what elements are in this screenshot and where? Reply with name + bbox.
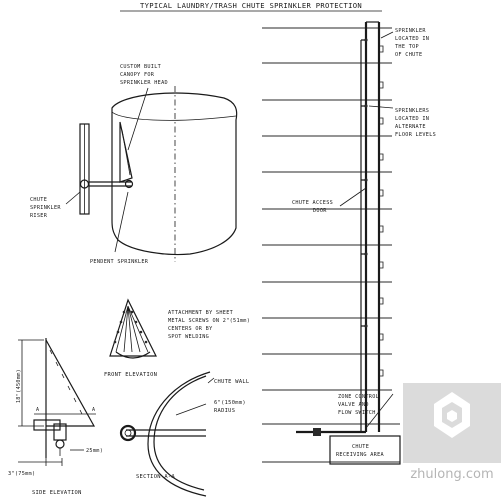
label-receiving-1: CHUTE (352, 444, 369, 450)
chute-detail-top (65, 86, 238, 262)
label-custom-canopy-2: CANOPY FOR (120, 72, 155, 78)
label-section-mark-right: A (92, 407, 95, 413)
label-sprinklers-alt-2: LOCATED IN (395, 116, 429, 122)
label-chute-riser-2: SPRINKLER (30, 205, 61, 211)
label-sprinkler-top-1: SPRINKLER (395, 28, 426, 34)
label-radius-2: RADIUS (214, 408, 235, 414)
label-attachment-1: ATTACHMENT BY SHEET (168, 310, 233, 316)
label-dim-18: 18"(450mm) (16, 369, 22, 403)
front-elevation-detail (109, 298, 157, 359)
label-chute-riser-3: RISER (30, 213, 48, 219)
watermark-text: zhulong.com (410, 467, 493, 482)
section-aa-detail (119, 371, 215, 497)
label-section-mark-left: A (36, 407, 39, 413)
label-sprinklers-alt-3: ALTERNATE (395, 124, 426, 130)
label-pendent-sprinkler: PENDENT SPRINKLER (90, 259, 149, 265)
label-attachment-4: SPOT WELDING (168, 334, 209, 340)
label-chute-wall: CHUTE WALL (214, 379, 249, 385)
label-chute-riser-1: CHUTE (30, 197, 47, 203)
label-chute-access-2: DOOR (313, 208, 327, 214)
label-dim-3: 3"(75mm) (8, 471, 35, 477)
building-section (262, 21, 401, 465)
label-side-elevation: SIDE ELEVATION (32, 490, 82, 496)
label-custom-canopy-3: SPRINKLER HEAD (120, 80, 168, 86)
label-zone-control-2: VALVE AND (338, 402, 369, 408)
label-custom-canopy-1: CUSTOM BUILT (120, 64, 161, 70)
canopy-leader (127, 87, 149, 151)
label-sprinklers-alt-4: FLOOR LEVELS (395, 132, 436, 138)
diagram-title: TYPICAL LAUNDRY/TRASH CHUTE SPRINKLER PR… (140, 1, 362, 10)
label-sprinklers-alt-1: SPRINKLERS (395, 108, 429, 114)
label-receiving-2: RECEIVING AREA (336, 452, 385, 458)
label-dim-25: 25mm) (86, 448, 103, 454)
label-zone-control-3: FLOW SWITCH (338, 410, 376, 416)
label-attachment-3: CENTERS OR BY (168, 326, 213, 332)
label-attachment-2: METAL SCREWS ON 2"(51mm) (168, 318, 250, 324)
label-chute-access-1: CHUTE ACCESS (292, 200, 333, 206)
watermark-logo (403, 383, 501, 463)
label-zone-control-1: ZONE CONTROL (338, 394, 379, 400)
side-elevation-detail (18, 338, 96, 466)
label-front-elevation: FRONT ELEVATION (104, 372, 157, 378)
label-sprinkler-top-2: LOCATED IN (395, 36, 429, 42)
label-radius-1: 6"(150mm) (214, 400, 246, 406)
label-sprinkler-top-3: THE TOP (395, 44, 419, 50)
label-section-aa: SECTION A-A (136, 474, 175, 480)
label-sprinkler-top-4: OF CHUTE (395, 52, 422, 58)
